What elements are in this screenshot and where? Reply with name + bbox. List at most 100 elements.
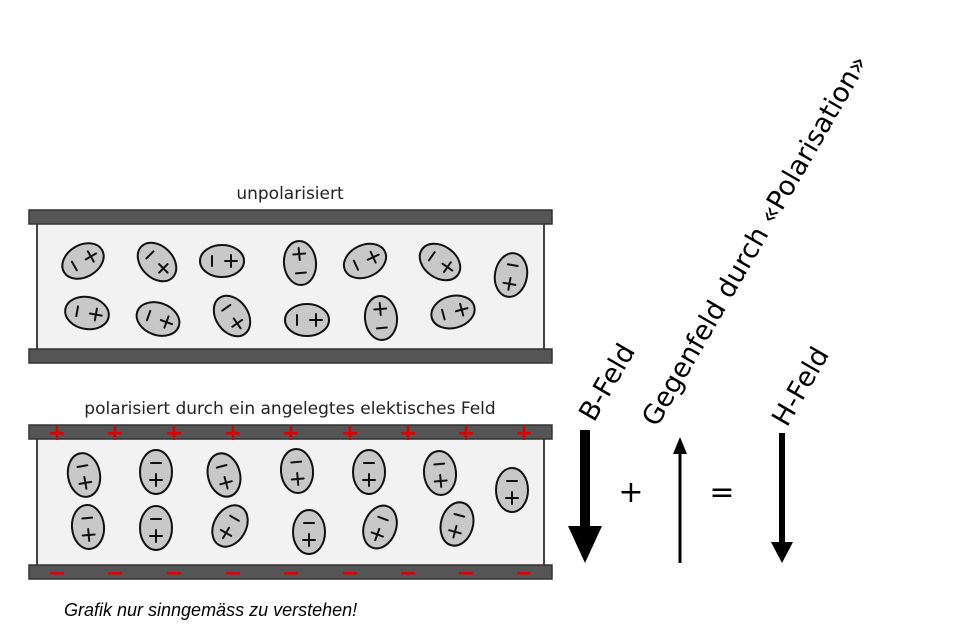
negative-charge — [441, 308, 446, 321]
dipole-molecule — [139, 505, 173, 551]
molecule-body — [292, 509, 326, 555]
plate-plus-sign: + — [165, 421, 183, 446]
dipole-molecule — [493, 252, 529, 298]
molecule-body — [61, 242, 105, 280]
plate-plus-sign: + — [515, 421, 533, 446]
plate-plus-sign: + — [341, 421, 359, 446]
dipole-molecule — [284, 303, 330, 337]
dipole-molecule — [439, 501, 475, 547]
plate-plus-sign: + — [399, 421, 417, 446]
plate-plus-sign: + — [48, 421, 66, 446]
unpolarized-capacitor: unpolarisiert — [28, 184, 553, 364]
dipole-molecule — [64, 295, 110, 331]
plate-plus-sign: + — [457, 421, 475, 446]
molecule-body — [64, 295, 110, 331]
molecule-body — [70, 504, 106, 550]
negative-charge — [290, 460, 303, 464]
negative-charge — [453, 513, 466, 518]
b-field-arrow-head — [568, 526, 602, 563]
footnote: Grafik nur sinngemäss zu verstehen! — [64, 600, 357, 620]
molecule-body — [439, 501, 475, 547]
dipole-molecule — [139, 449, 173, 495]
dipole-molecule — [352, 449, 386, 495]
plate-minus-sign: − — [515, 561, 533, 586]
dipole-molecule — [70, 504, 106, 550]
plate-minus-sign: − — [106, 561, 124, 586]
negative-charge — [76, 464, 89, 469]
molecule-body — [352, 449, 386, 495]
dipole-molecule — [282, 240, 318, 286]
negative-charge — [375, 326, 388, 330]
molecule-body — [282, 240, 318, 286]
polarized-label: polarisiert durch ein angelegtes elektis… — [84, 399, 495, 419]
counter-field-arrow-head — [673, 437, 687, 454]
negative-charge — [145, 309, 152, 322]
dipole-molecule — [279, 448, 315, 494]
top-plate-unpolarized — [28, 209, 553, 225]
h-field-label: H-Feld — [766, 342, 836, 431]
bottom-plate-polarized — [28, 564, 553, 580]
dipole-molecule — [211, 504, 249, 548]
plate-plus-sign: + — [282, 421, 300, 446]
dipole-molecule — [66, 452, 102, 498]
plate-plus-sign: + — [106, 421, 124, 446]
equals-operator: = — [709, 475, 734, 510]
plate-plus-sign: + — [224, 421, 242, 446]
plate-minus-sign: − — [224, 561, 242, 586]
plate-minus-sign: − — [282, 561, 300, 586]
dipole-molecule — [342, 242, 388, 280]
molecule-body — [342, 242, 388, 280]
negative-plate-charges: −−−−−−−−− — [48, 561, 533, 586]
dipole-molecule — [212, 294, 252, 338]
dipole-molecule — [430, 294, 476, 330]
dipole-molecule — [199, 244, 245, 278]
negative-charge — [75, 305, 80, 318]
polarized-capacitor: polarisiert durch ein angelegtes elektis… — [28, 399, 553, 586]
molecule-body — [206, 452, 242, 498]
plate-minus-sign: − — [457, 561, 475, 586]
dipole-molecule — [362, 504, 398, 550]
molecule-body — [418, 242, 462, 282]
molecules-polarized — [66, 448, 529, 555]
negative-charge — [81, 516, 94, 520]
plus-operator: + — [618, 475, 643, 510]
negative-charge — [70, 260, 78, 272]
negative-charge — [377, 515, 389, 522]
molecule-body — [430, 294, 476, 330]
dipole-molecule — [135, 301, 181, 337]
dipole-molecule — [422, 450, 458, 496]
negative-charge — [215, 464, 228, 469]
h-field-arrow-head — [771, 542, 793, 563]
molecule-body — [422, 450, 458, 496]
dipole-molecule — [363, 295, 399, 341]
molecule-body — [493, 252, 529, 298]
plate-minus-sign: − — [399, 561, 417, 586]
plate-minus-sign: − — [341, 561, 359, 586]
unpolarized-label: unpolarisiert — [236, 184, 344, 204]
molecule-body — [495, 467, 529, 513]
negative-charge — [294, 271, 307, 275]
b-field-label: B-Feld — [573, 339, 642, 427]
molecule-body — [362, 504, 398, 550]
molecule-body — [66, 452, 102, 498]
dipole-molecule — [136, 241, 178, 283]
molecule-body — [284, 303, 330, 337]
negative-charge — [221, 303, 232, 312]
negative-charge — [352, 259, 360, 271]
negative-charge — [506, 263, 519, 268]
bottom-plate-unpolarized — [28, 348, 553, 364]
molecule-body — [135, 301, 181, 337]
dipole-molecule — [495, 467, 529, 513]
molecule-body — [212, 294, 252, 338]
dipole-molecule — [418, 242, 462, 282]
molecule-body — [279, 448, 315, 494]
molecules-unpolarized — [61, 240, 529, 341]
molecule-body — [211, 504, 249, 548]
counter-field-label: Gegenfeld durch «Polarisation» — [636, 50, 874, 432]
dipole-molecule — [61, 242, 105, 280]
positive-plate-charges: + + + + + + + + + — [48, 421, 533, 446]
negative-charge — [427, 251, 436, 262]
dipole-molecule — [292, 509, 326, 555]
field-arrows: B-Feld + Gegenfeld durch «Polarisation» … — [568, 50, 875, 563]
